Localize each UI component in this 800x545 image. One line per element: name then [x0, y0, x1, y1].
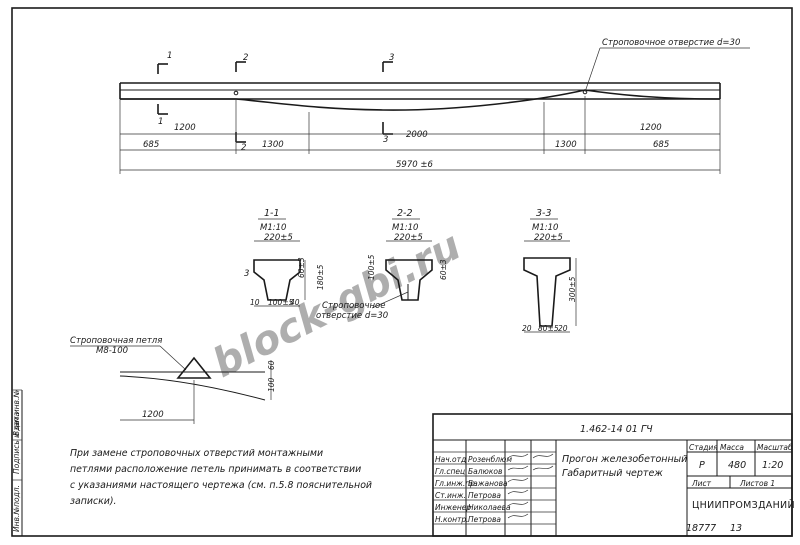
sig-role-1: Нач.отд [435, 455, 466, 464]
scale-value: 1:20 [762, 460, 783, 471]
sig-name-6: Петрова [468, 515, 501, 524]
organization: ЦНИИПРОМЗДАНИЙ [692, 499, 795, 511]
loop-dim-1200: 1200 [142, 410, 164, 420]
sheet-label: Лист [691, 479, 712, 488]
section-1-dim-3: 3 [244, 269, 249, 279]
beam-elevation: Строповочное отверстие d=30 1 2 3 1 2 3 … [119, 38, 750, 174]
cut-mark-2-bottom: 2 [241, 143, 246, 153]
loop-label-1: Строповочная петля [70, 336, 162, 346]
margin-stamp-replace: Взам.инв.№ [12, 390, 21, 436]
loop-dim-60: 60 [267, 360, 276, 370]
section-1-dim-180: 180±5 [316, 264, 325, 290]
section-2-2: 2-2 М1:10 220±5 100±5 60±3 Строповочное … [316, 208, 448, 321]
section-2-dim-100: 100±5 [367, 254, 376, 280]
sig-role-4: Ст.инж. [435, 491, 466, 500]
sheet-frame [11, 7, 793, 537]
dim-overall: 5970 ±6 [396, 160, 433, 170]
dim-1300-left: 1300 [262, 140, 284, 150]
cut-mark-3-top: 3 [389, 53, 394, 63]
sig-role-2: Гл.спец. [435, 467, 468, 476]
sig-name-2: Балюков [468, 467, 502, 476]
margin-stamp: Инв.№подл. Подпись и дата Взам.инв.№ [12, 390, 21, 532]
note-line-1: При замене строповочных отверстий монтаж… [70, 448, 323, 459]
section-1-dim-40: 40 [290, 298, 300, 307]
cut-mark-1-bottom: 1 [158, 117, 163, 127]
watermark: block-gbi.ru [206, 223, 468, 387]
section-3-title: 3-3 [536, 208, 552, 219]
scale-label: Масштаб [757, 443, 793, 452]
lifting-loop-detail: Строповочная петля М8-100 60 100 1200 [70, 336, 276, 424]
sig-name-1: Розенблюм [468, 455, 512, 464]
section-3-dim-300: 300±5 [568, 276, 577, 302]
lifting-hole-right [582, 89, 588, 95]
drawing-name-1: Прогон железобетонный [562, 454, 687, 465]
dim-2000: 2000 [406, 130, 428, 140]
section-1-title: 1-1 [264, 208, 280, 219]
lifting-hole-left [233, 90, 239, 96]
mass-value: 480 [728, 460, 746, 471]
dim-1300-right: 1300 [555, 140, 577, 150]
sig-role-3: Гл.инж.пр. [435, 479, 477, 488]
section-3-dim-80: 80±5 [538, 324, 559, 333]
mass-label: Масса [720, 443, 744, 452]
section-2-width: 220±5 [394, 233, 423, 243]
section-1-1: 1-1 М1:10 220±5 60±3 180±5 3 10 100±5 40 [244, 208, 325, 307]
dim-1200-right: 1200 [640, 123, 662, 133]
section-3-width: 220±5 [534, 233, 563, 243]
margin-stamp-inv: Инв.№подл. [12, 485, 21, 532]
note-line-3: с указаниями настоящего чертежа (см. п.5… [70, 480, 372, 491]
stage-label: Стадия [689, 443, 718, 452]
section-2-title: 2-2 [397, 208, 413, 219]
sheets-label: Листов 1 [739, 479, 775, 488]
sig-name-5: Николаева [468, 503, 511, 512]
section-2-hole-note-1: Строповочное [322, 301, 385, 311]
section-1-dim-60: 60±3 [297, 257, 306, 278]
section-1-dim-100: 100±5 [268, 298, 294, 307]
section-2-hole-note-2: отверстие d=30 [316, 311, 388, 321]
general-note: При замене строповочных отверстий монтаж… [70, 448, 372, 507]
note-line-2: петлями расположение петель принимать в … [70, 464, 361, 475]
page-number: 13 [730, 523, 742, 534]
sig-name-4: Петрова [468, 491, 501, 500]
section-1-scale: М1:10 [260, 223, 286, 233]
dim-685-left: 685 [143, 140, 159, 150]
sig-name-3: Бажанова [468, 479, 508, 488]
dim-685-right: 685 [653, 140, 669, 150]
hole-label: Строповочное отверстие d=30 [602, 38, 740, 48]
section-3-3: 3-3 М1:10 220±5 300±5 20 80±5 20 [522, 208, 577, 333]
section-1-dim-10: 10 [250, 298, 260, 307]
sig-role-5: Инженер [435, 503, 471, 512]
dim-1200-left: 1200 [174, 123, 196, 133]
cut-mark-1-top: 1 [167, 51, 172, 61]
loop-label-2: М8-100 [96, 346, 128, 356]
section-3-dim-20-left: 20 [522, 324, 532, 333]
drawing-code: 1.462-14 01 ГЧ [580, 424, 653, 435]
cut-mark-2-top: 2 [243, 53, 248, 63]
loop-dim-100: 100 [267, 377, 276, 392]
cut-mark-3-bottom: 3 [383, 135, 388, 145]
archive-number: 18777 [686, 523, 716, 534]
note-line-4: записки). [70, 496, 117, 507]
section-3-scale: М1:10 [532, 223, 558, 233]
margin-stamp-signature: Подпись и дата [12, 411, 21, 474]
title-block: 1.462-14 01 ГЧ Нач.отд Розенблюм Гл.спец… [432, 413, 795, 537]
drawing-name-2: Габаритный чертеж [562, 468, 663, 479]
sig-role-6: Н.контр. [435, 515, 469, 524]
section-3-dim-20-right: 20 [558, 324, 568, 333]
stage-value: Р [699, 460, 705, 471]
section-2-dim-60: 60±3 [439, 259, 448, 280]
section-2-scale: М1:10 [392, 223, 418, 233]
section-1-width: 220±5 [264, 233, 293, 243]
